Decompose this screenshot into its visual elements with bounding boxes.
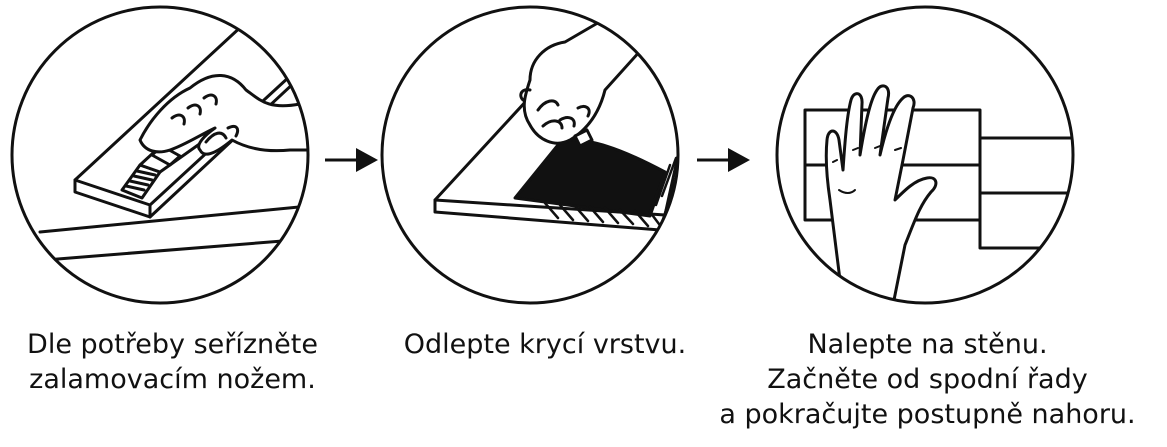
step-3-caption-line-3: a pokračujte postupně nahoru. [690, 397, 1165, 432]
step-1-cutting-illustration [0, 0, 320, 320]
step-1-caption: Dle potřeby seřízněte zalamovacím nožem. [0, 327, 345, 397]
step-1-caption-line-1: Dle potřeby seřízněte [0, 327, 345, 362]
step-1-caption-line-2: zalamovacím nožem. [0, 362, 345, 397]
arrow-right-icon [692, 140, 752, 180]
step-2-caption-line-1: Odlepte krycí vrstvu. [380, 327, 710, 362]
step-3-caption: Nalepte na stěnu. Začněte od spodní řady… [690, 327, 1165, 432]
step-3-caption-line-1: Nalepte na stěnu. [690, 327, 1165, 362]
step-3-caption-line-2: Začněte od spodní řady [690, 362, 1165, 397]
step-2-caption: Odlepte krycí vrstvu. [380, 327, 710, 362]
arrow-right-icon [320, 140, 380, 180]
step-2-peeling-illustration [380, 0, 700, 320]
step-3-sticking-illustration [765, 0, 1085, 320]
